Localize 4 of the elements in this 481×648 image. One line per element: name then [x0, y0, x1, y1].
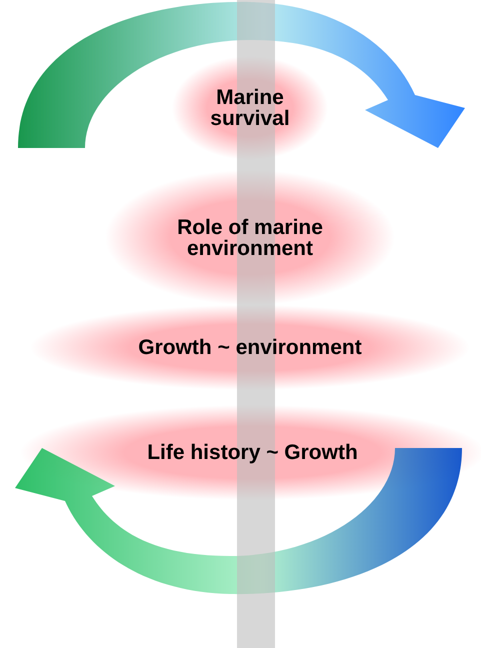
node-label: Life history ~ Growth: [147, 442, 358, 463]
node-label: Role of marine environment: [176, 216, 324, 258]
node-label: Growth ~ environment: [138, 337, 362, 358]
node-label: Marine survival: [209, 87, 291, 129]
